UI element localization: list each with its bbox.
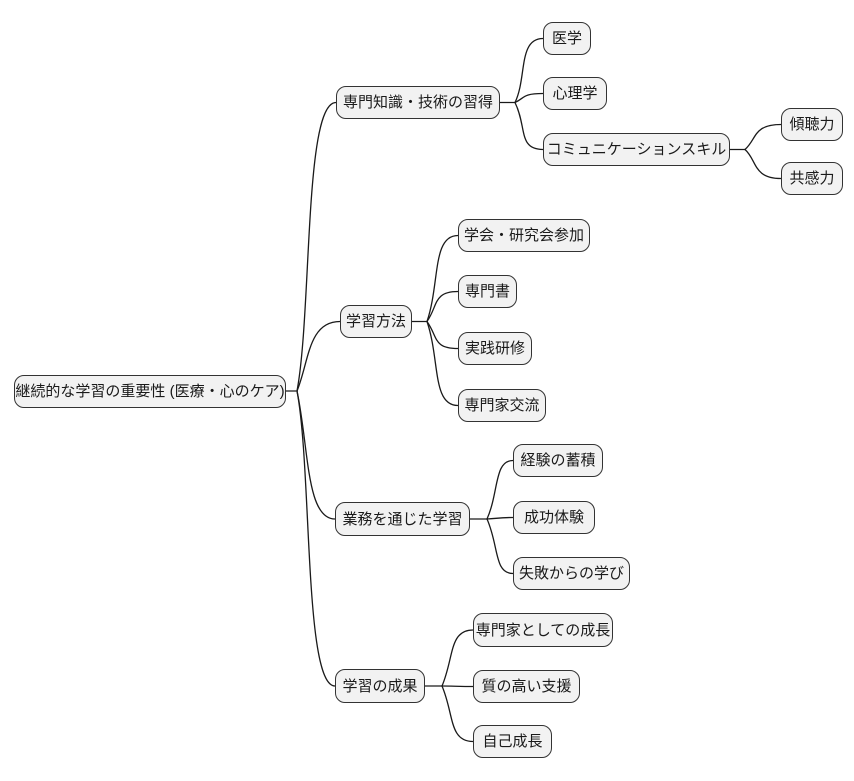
node-empathy: 共感力	[781, 162, 843, 195]
node-medicine: 医学	[543, 22, 591, 55]
node-learning-from-failure: 失敗からの学び	[513, 557, 630, 590]
node-expert-exchange: 専門家交流	[458, 389, 546, 422]
node-self-growth: 自己成長	[473, 725, 552, 758]
node-expertise: 専門知識・技術の習得	[336, 86, 500, 119]
node-quality-support: 質の高い支援	[473, 670, 580, 703]
node-experience-accumulation: 経験の蓄積	[513, 444, 603, 477]
node-root: 継続的な学習の重要性 (医療・心のケア)	[14, 375, 286, 408]
node-professional-growth: 専門家としての成長	[473, 613, 613, 647]
node-psychology: 心理学	[543, 77, 607, 110]
node-learning-through-work: 業務を通じた学習	[335, 502, 470, 536]
node-listening: 傾聴力	[781, 108, 843, 141]
node-specialist-books: 専門書	[458, 275, 517, 308]
node-learning-methods: 学習方法	[340, 305, 412, 338]
node-communication-skill: コミュニケーションスキル	[543, 133, 730, 166]
node-practical-training: 実践研修	[458, 332, 532, 365]
node-conference-participation: 学会・研究会参加	[458, 219, 590, 252]
node-success-experience: 成功体験	[513, 501, 595, 534]
node-learning-outcomes: 学習の成果	[335, 669, 425, 703]
